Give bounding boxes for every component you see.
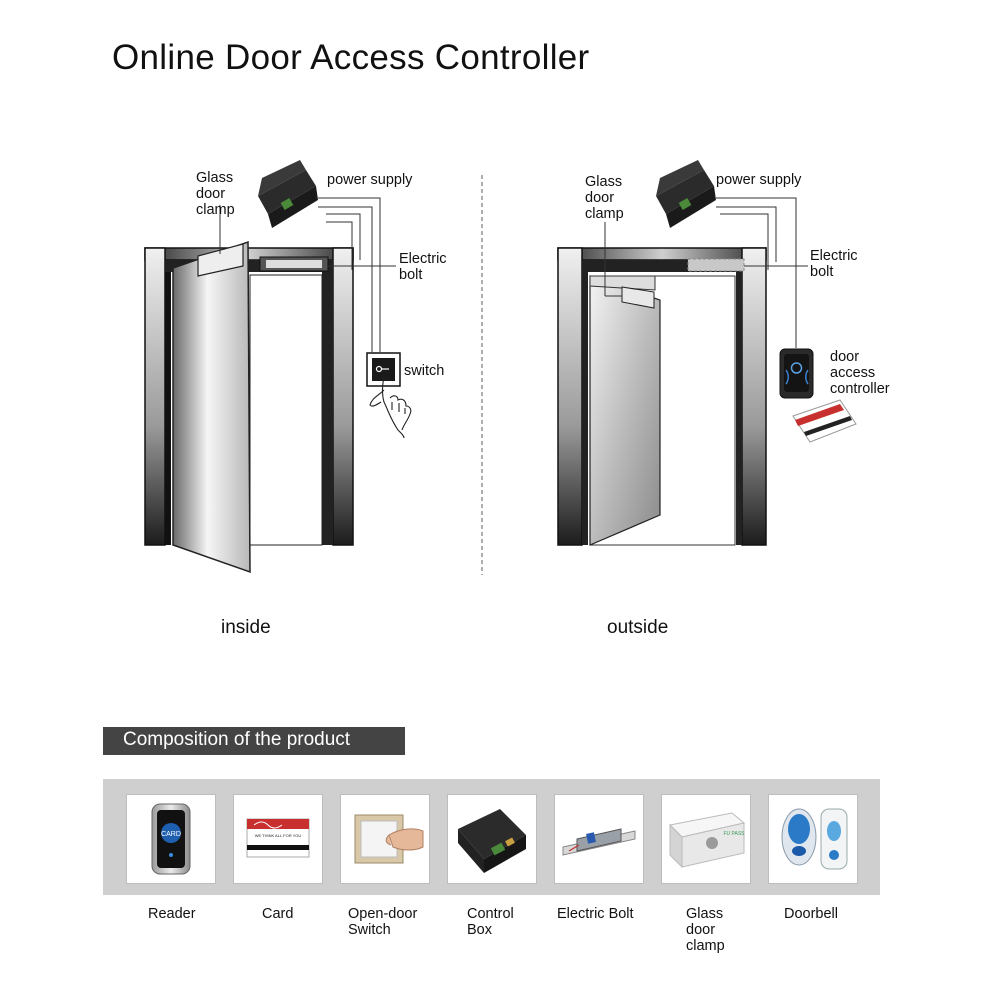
door-access-controller-icon	[779, 348, 814, 399]
outside-electric-bolt	[687, 258, 808, 272]
product-label-control-box: Control Box	[467, 906, 514, 938]
product-label-doorbell: Doorbell	[784, 906, 838, 922]
product-card-electric-bolt	[554, 794, 644, 884]
product-card-reader: CARD	[126, 794, 216, 884]
control-box-icon	[458, 809, 526, 873]
composition-header-bar	[103, 727, 405, 755]
outside-caption: outside	[607, 617, 669, 638]
door-access-controller-label: door access controller	[830, 349, 890, 397]
reader-icon: CARD	[151, 803, 191, 875]
inside-glass-clamp-label: Glass door clamp	[196, 170, 235, 218]
inside-caption: inside	[221, 617, 271, 638]
glass-clamp-icon: FU PASS	[668, 812, 745, 869]
card-icon: WE THINK ALL FOR YOU	[246, 818, 310, 858]
product-label-glass-clamp: Glass door clamp	[686, 906, 725, 954]
doorbell-icon	[781, 808, 848, 870]
card-slogan-text: WE THINK ALL FOR YOU	[255, 833, 302, 838]
outside-door-panel	[589, 275, 736, 546]
reader-badge-text: CARD	[161, 831, 181, 838]
outside-power-supply-icon	[656, 160, 716, 228]
product-card-glass-clamp: FU PASS	[661, 794, 751, 884]
outside-glass-clamp-label: Glass door clamp	[585, 174, 624, 222]
switch-icon	[354, 814, 424, 864]
composition-title: Composition of the product	[123, 729, 351, 750]
inside-electric-bolt-label: Electric bolt	[399, 251, 447, 283]
hand-icon	[369, 377, 412, 439]
inside-glass-clamp	[197, 205, 244, 277]
outside-glass-clamp	[604, 222, 655, 309]
product-label-switch: Open-door Switch	[348, 906, 418, 938]
product-label-card: Card	[262, 906, 294, 922]
outside-door-frame	[557, 247, 767, 546]
page-title: Online Door Access Controller	[112, 38, 590, 77]
outside-power-supply-label: power supply	[716, 172, 802, 188]
product-label-electric-bolt: Electric Bolt	[557, 906, 634, 922]
product-card-doorbell	[768, 794, 858, 884]
electric-bolt-icon	[562, 828, 636, 856]
product-card-control-box	[447, 794, 537, 884]
inside-electric-bolt	[259, 256, 396, 272]
outside-electric-bolt-label: Electric bolt	[810, 248, 858, 280]
product-card-switch	[340, 794, 430, 884]
door-diagram	[144, 160, 857, 575]
inside-door-panel	[172, 240, 251, 574]
inside-power-supply-icon	[258, 160, 318, 228]
switch-label: switch	[404, 363, 445, 379]
rfid-card-icon	[792, 399, 857, 443]
inside-door-frame	[144, 247, 354, 546]
inside-power-supply-label: power supply	[327, 172, 413, 188]
clamp-tag-text: FU PASS	[723, 831, 745, 837]
product-label-reader: Reader	[148, 906, 196, 922]
product-card-card: WE THINK ALL FOR YOU	[233, 794, 323, 884]
